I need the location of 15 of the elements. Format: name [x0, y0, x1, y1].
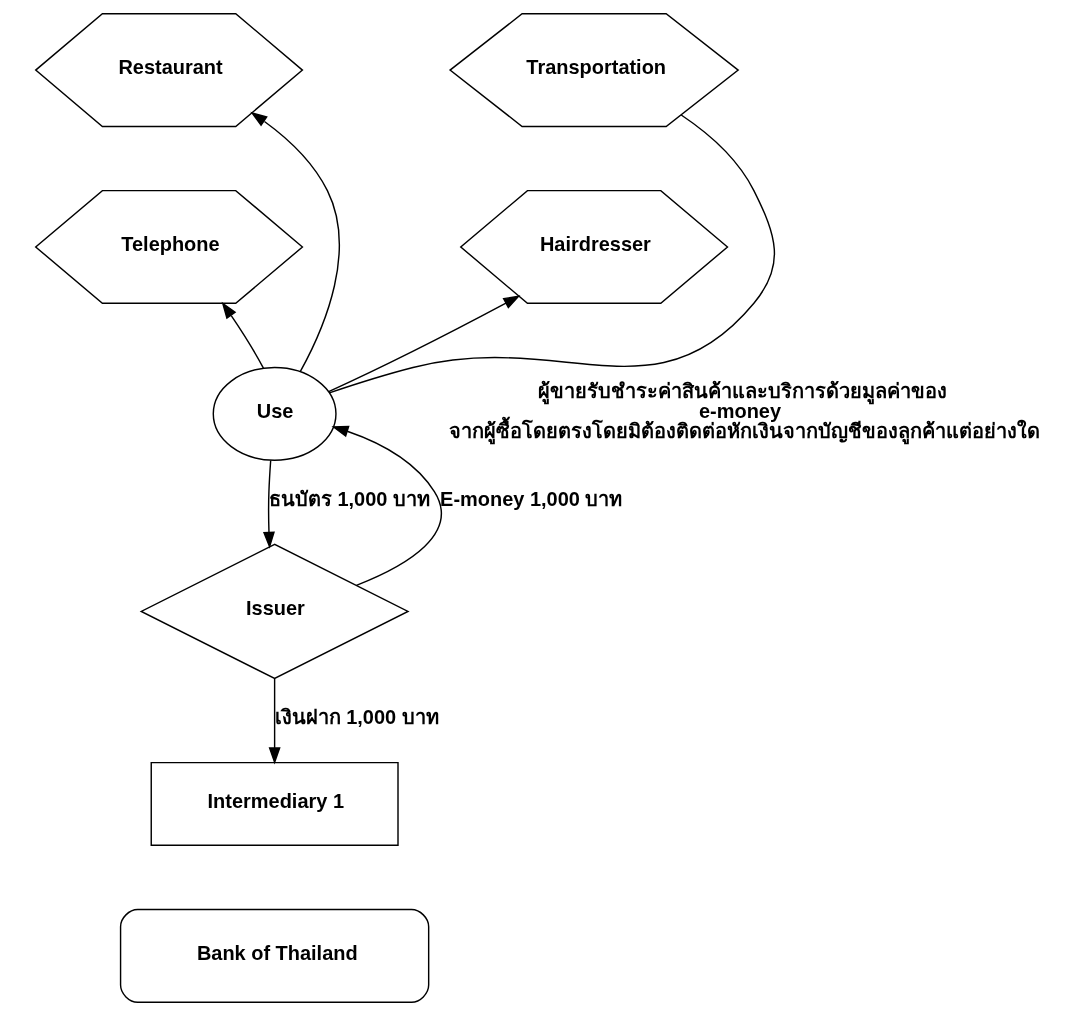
- edge-label: เงินฝาก 1,000 บาท: [274, 706, 439, 729]
- edge-label: E-money 1,000 บาท: [440, 488, 623, 511]
- arrow: [268, 677, 281, 765]
- node-box: Intermediary 1: [150, 761, 399, 847]
- arrow: [331, 425, 442, 587]
- arrow: [250, 111, 340, 373]
- label: ผู้ขายรับชำระค่าสินค้าและบริการด้วยมูลค่าของ e-money จากผู้ซื้อโดยตรงโดยมิต้องติดต่อหักเงินจากบัญชีของลูกค้าแต่อย่างใด: [449, 380, 1041, 443]
- connector: [328, 114, 775, 394]
- arrow: [221, 301, 265, 369]
- node-diamond: Issuer: [139, 543, 410, 680]
- node-box: Bank of Thailand: [119, 908, 430, 1003]
- arrow: [262, 459, 275, 549]
- edge-label: ธนบัตร 1,000 บาท: [268, 488, 430, 511]
- arrow: [328, 295, 521, 393]
- node-ellipse: Use: [212, 366, 337, 461]
